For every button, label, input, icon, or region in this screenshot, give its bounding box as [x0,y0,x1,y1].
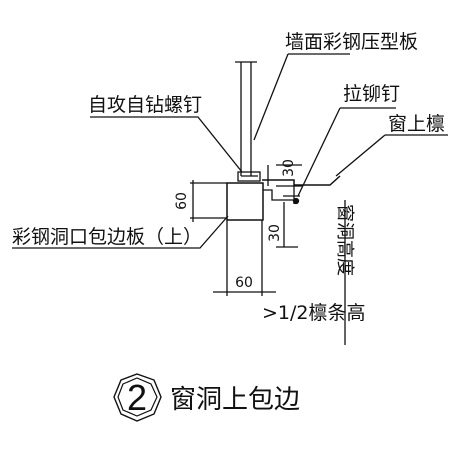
label-opening-trim: 彩钢洞口包边板（上） [12,226,202,248]
leader-screw [90,116,243,173]
trim-box [226,182,264,221]
dim-bottom-60: 60 [235,275,253,291]
label-blind-rivet: 拉铆钉 [343,83,400,105]
label-wall-panel: 墙面彩钢压型板 [285,31,418,53]
leader-purlin [335,134,386,177]
leader-trim [12,215,229,249]
screw-rect [237,171,261,182]
drawing-lines [12,53,448,422]
label-self-drilling-screw: 自攻自钻螺钉 [88,94,202,116]
label-opening-height: 窗洞高度 [334,204,355,276]
label-half-purlin: >1/2檩条高 [262,302,366,324]
label-window-purlin: 窗上檩 [388,113,445,135]
dim-left-60: 60 [174,192,190,210]
dim-mid-30: 30 [267,224,283,242]
leader-wall-panel [253,53,289,141]
purlin-top [262,175,341,186]
title-number: 2 [127,377,147,418]
dim-top-30: 30 [281,159,297,177]
trim-flange [263,189,298,201]
title-octagon-inner [117,377,158,417]
leader-rivet [297,107,341,197]
rivet-dot [292,197,300,205]
title-octagon-outer [113,373,162,422]
title-text: 窗洞上包边 [170,385,300,415]
